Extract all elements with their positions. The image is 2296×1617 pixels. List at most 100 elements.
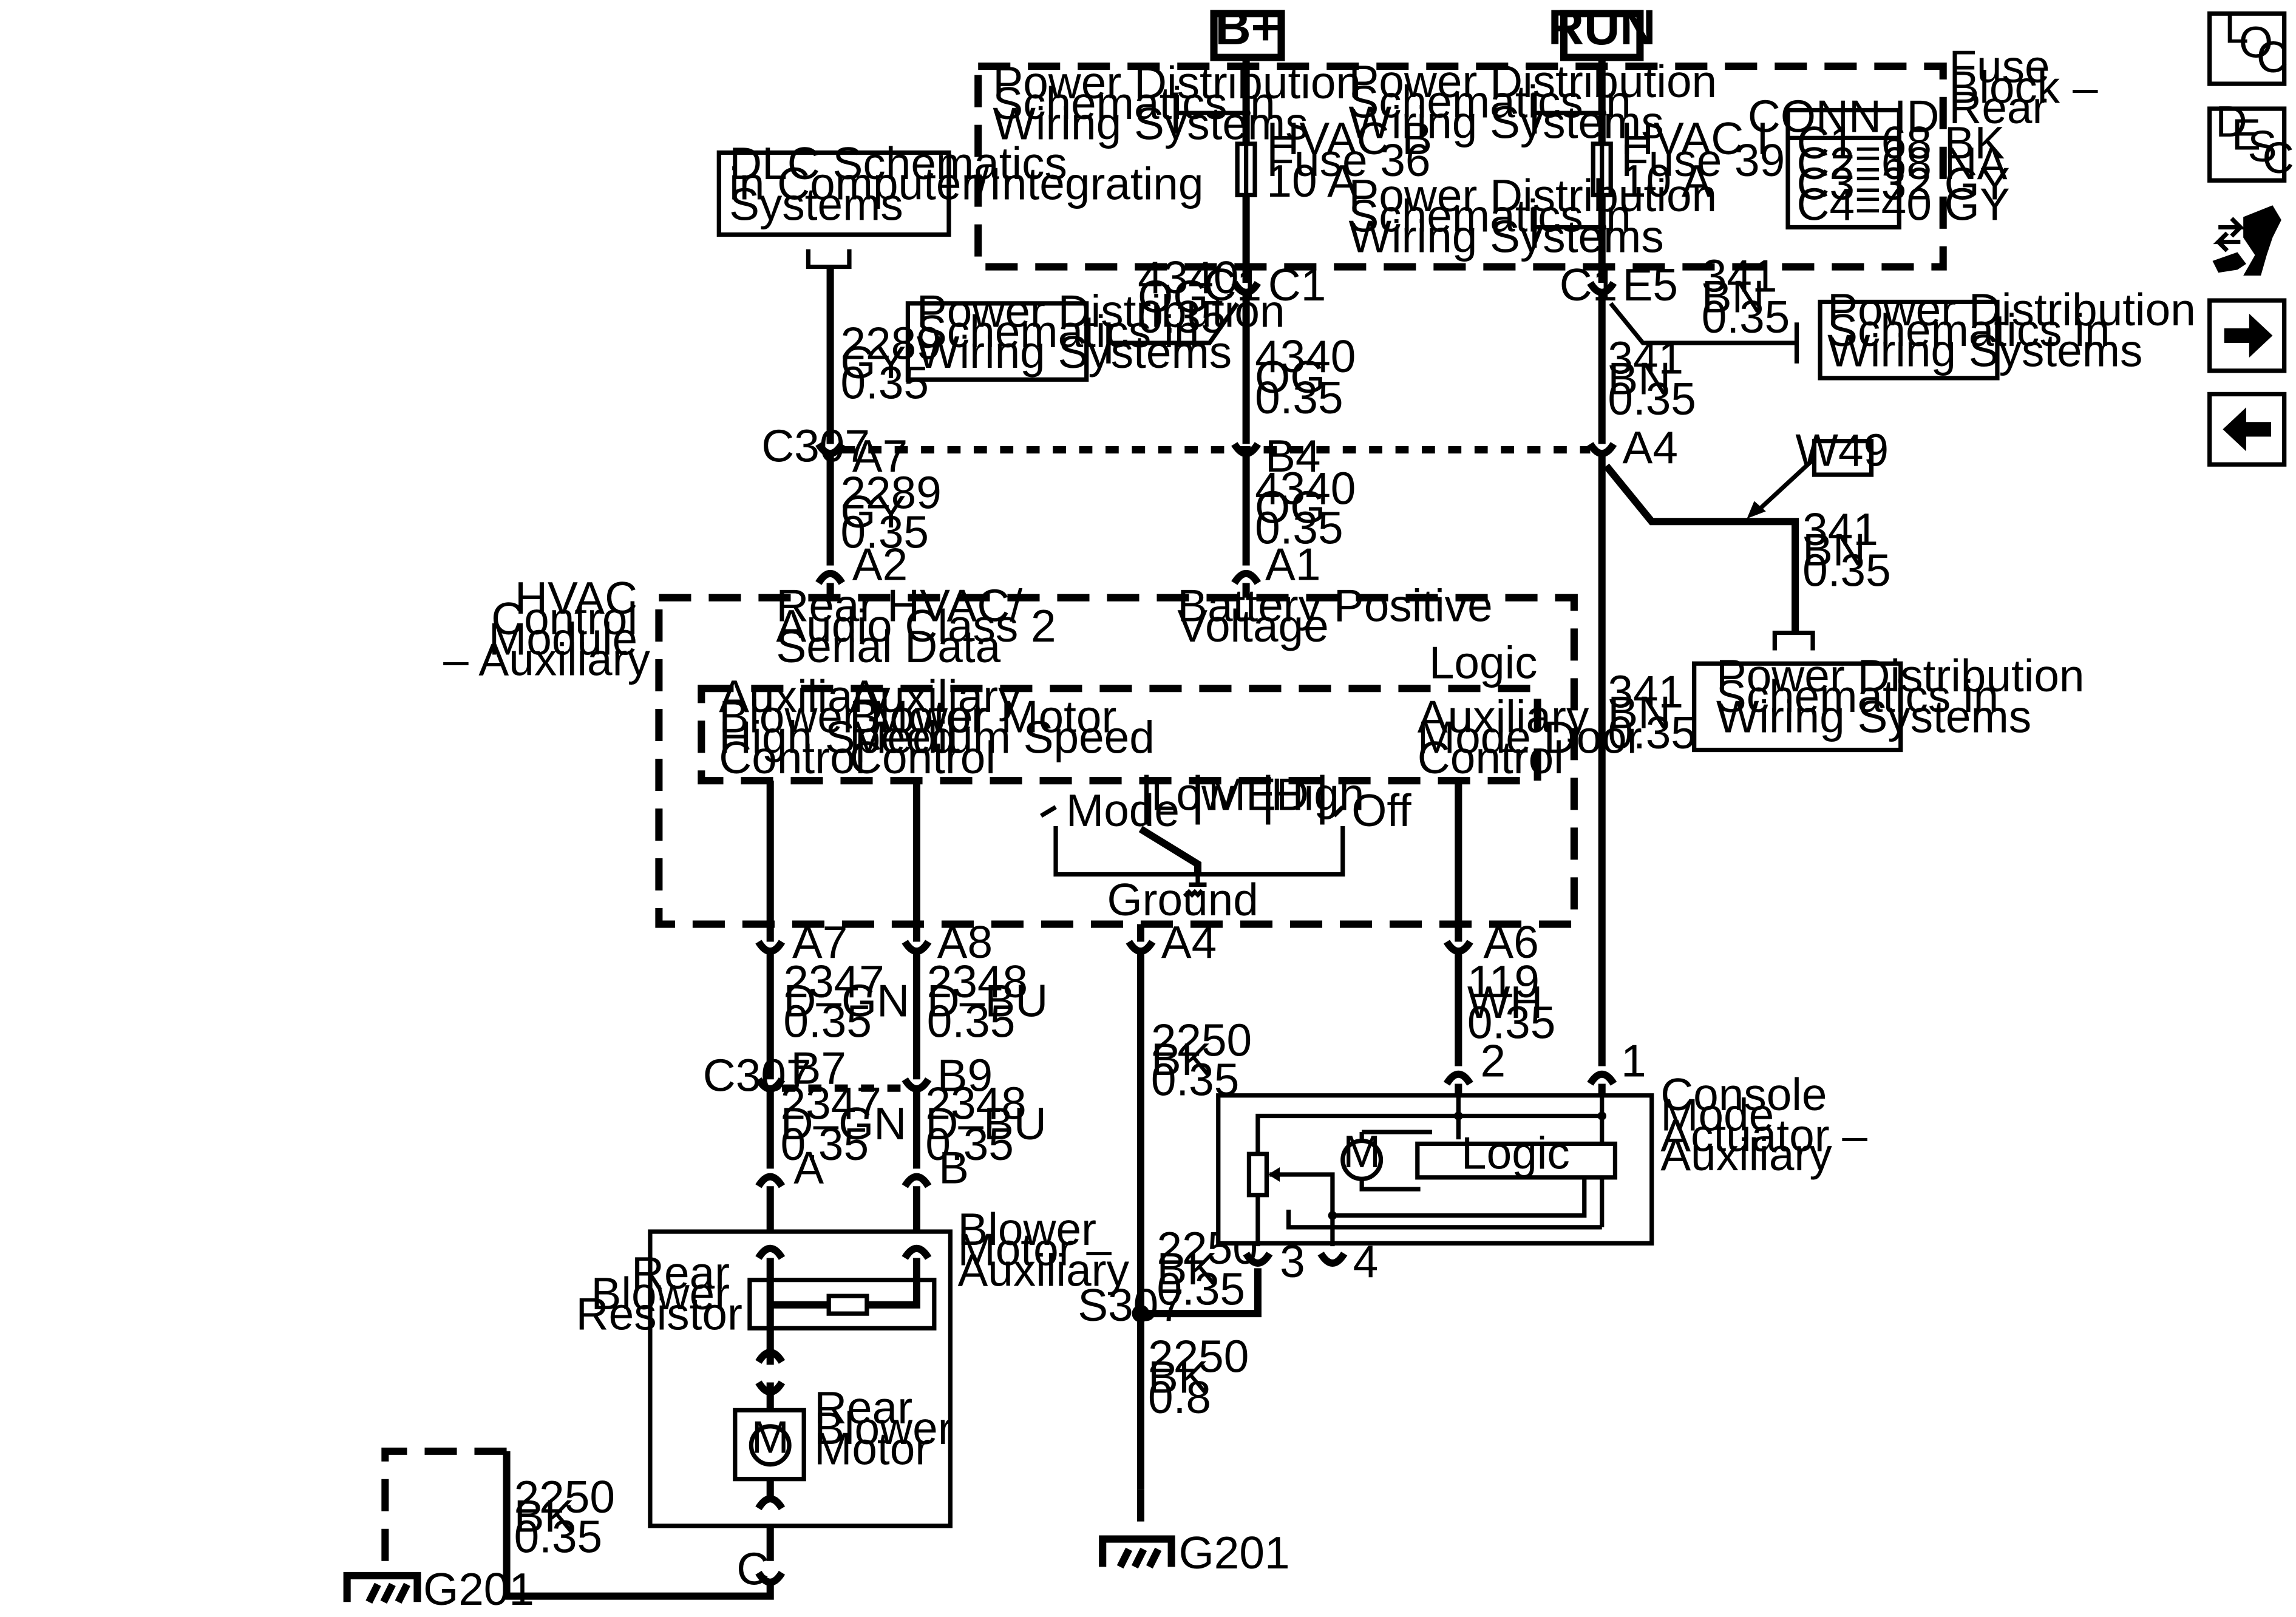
w49-tag <box>1812 438 1874 477</box>
pd-ref-4340 <box>905 301 1089 382</box>
run-label: RUN <box>1548 0 1656 55</box>
pd-ref-b-top: Power Distribution Schematics in Wiring … <box>993 57 1373 149</box>
hvac-module-name: HVAC Control Module – Auxiliary <box>443 572 650 685</box>
desc-letter-c: C <box>2263 134 2294 183</box>
desc-letter-s: S <box>2247 123 2277 171</box>
fuse-block-title: Fuse Block – Rear <box>1949 41 2110 134</box>
medium-speed-label: Auxiliary Blower Motor Medium Speed Cont… <box>849 671 1167 783</box>
c1-label-left: C1 <box>1204 259 1262 310</box>
actuator-internal: M Logic <box>1246 1095 1618 1247</box>
wire-4340-label-b: 4340 OG 0.35 <box>1255 331 1368 423</box>
desc-letter-d: D <box>2215 98 2247 146</box>
next-arrow-icon[interactable] <box>2207 298 2287 373</box>
bplus-source: B+ <box>1210 0 1285 61</box>
wire-119-label: 119 WH 0.35 <box>1467 956 1556 1048</box>
pd-ref-4340-text: Power Distribution Schematics in Wiring … <box>917 285 1297 378</box>
rear-blower-resistor-label: Rear Blower Resistor <box>576 1247 742 1340</box>
wire-2347-label-a: 2347 D–GN 0.35 <box>783 956 922 1046</box>
serial-data-label: Rear HVAC/ Audio Class 2 Serial Data <box>776 580 1068 672</box>
dlc-ref <box>716 150 951 237</box>
g201-label-left: G201 <box>423 1564 534 1615</box>
module-logic-label: Logic <box>1429 637 1538 688</box>
dlc-ref-text: DLC Schematics in Computer/Integrating S… <box>729 138 1216 230</box>
pd-ref-341-branch-text: Power Distribution Schematics in Wiring … <box>1716 650 2097 742</box>
wire-2347-label-b: 2347 D–GN 0.35 <box>781 1077 920 1170</box>
a7-upper-label: A7 <box>852 430 908 481</box>
wire-4340-label-a: 4340 OG 0.35 <box>1138 252 1251 342</box>
wire-4340-label-c: 4340 OG 0.35 <box>1255 463 1368 553</box>
wire-2250-label-a: 2250 BK 0.35 <box>1151 1015 1265 1105</box>
actuator-motor-icon <box>1340 1138 1384 1181</box>
ground-g201-center: G201 <box>1099 1527 1290 1578</box>
pin-4-label: 4 <box>1353 1236 1379 1287</box>
c1-connector-i <box>1587 280 1617 296</box>
a4-lower-label: A4 <box>1161 917 1217 968</box>
bplus-label: B+ <box>1215 0 1280 55</box>
loc-letter-o: O <box>2239 19 2273 67</box>
b9-label: B9 <box>937 1050 993 1101</box>
wire-341-label-branch: 341 BN 0.35 <box>1802 504 1891 596</box>
run-source: RUN <box>1548 0 1656 61</box>
resistor-symbol <box>826 1293 869 1316</box>
c1-label-right: C1 <box>1268 259 1326 310</box>
pin-1-label: 1 <box>1621 1035 1646 1086</box>
loc-letter-l: L <box>2224 4 2249 53</box>
mode-door-label: Auxiliary Mode Door Control <box>1418 691 1655 784</box>
ground-g201-left: G201 <box>343 1564 534 1615</box>
switch-high-label: High <box>1271 768 1365 819</box>
pin-a-label: A <box>793 1142 824 1193</box>
actuator-logic-label: Logic <box>1461 1127 1570 1178</box>
c307-label-lower: C307 <box>703 1050 812 1101</box>
s307-label: S307 <box>1078 1280 1184 1331</box>
pin-2-label: 2 <box>1481 1035 1506 1086</box>
desc-letter-e: E <box>2232 111 2261 160</box>
actuator-motor-symbol: M <box>1343 1126 1381 1177</box>
pd-ref-341-top-text: Power Distribution Schematics in Wiring … <box>1827 284 2208 376</box>
wire-2348-label-b: 2348 D–BU 0.35 <box>925 1077 1059 1170</box>
previous-arrow-icon[interactable] <box>2207 392 2287 467</box>
wire-2289-label-b: 2289 GY 0.35 <box>840 467 954 558</box>
w49-tag-text: W49 <box>1795 425 1889 476</box>
wire-2289-label-a: 2289 GY 0.35 <box>840 318 954 408</box>
mode-actuator-name: Console Mode Actuator – Auxiliary <box>1660 1069 1880 1180</box>
pin-3-label: 3 <box>1280 1236 1305 1287</box>
a7-lower-label: A7 <box>792 917 847 968</box>
a2-label: A2 <box>852 539 908 590</box>
a8-label: A8 <box>937 917 993 968</box>
a6-label: A6 <box>1483 917 1538 968</box>
a1-label: A1 <box>1265 539 1320 590</box>
switch-mode-label: Mode <box>1066 785 1180 836</box>
pd-ref-341-branch <box>1692 661 1903 753</box>
pd-ref-i-top: Power Distribution Schematics in Wiring … <box>1348 56 1729 148</box>
switch-off-label: Off <box>1351 785 1411 836</box>
hvac-module-outline <box>655 594 1578 928</box>
wire-341-label-c: 341 BN 0.35 <box>1608 666 1696 759</box>
c307-label-upper: C307 <box>761 420 870 471</box>
location-button[interactable]: L O C <box>2207 4 2288 86</box>
e5-label: E5 <box>1622 259 1677 310</box>
ground-label: Ground <box>1107 874 1258 925</box>
wire-2250-label-c: 2250 BK 0.8 <box>1148 1331 1262 1423</box>
conn-id-rows: C1=68 BK C2=68 NA C3=32 GY C4=40 GY <box>1797 117 2023 229</box>
description-button[interactable]: D E S C <box>2207 98 2294 183</box>
switch-low-label: Low <box>1151 768 1235 819</box>
loc-letter-c: C <box>2257 33 2288 82</box>
wire-341-label-a: 341 BN 0.35 <box>1702 251 1790 343</box>
wire-2348-label-a: 2348 D–BU 0.35 <box>927 956 1061 1046</box>
high-speed-label: Auxiliary Blower Motor High Speed Contro… <box>719 671 999 783</box>
fuse-block-outline <box>974 63 1947 271</box>
blower-motor-name: Blower Motor – Auxiliary <box>957 1204 1129 1296</box>
b7-label: B7 <box>790 1042 846 1093</box>
connector-tool-icon[interactable] <box>2212 205 2281 276</box>
g201-label-center: G201 <box>1179 1527 1290 1578</box>
motor-symbol-text: M <box>752 1411 789 1462</box>
fuse-39-label: HVAC I Fuse 39 10 A <box>1621 113 1798 206</box>
b4-label: B4 <box>1265 430 1320 481</box>
potentiometer-symbol <box>1246 1151 1269 1198</box>
actuator-logic-box <box>1415 1141 1618 1180</box>
battery-voltage-label: Battery Positive Voltage <box>1177 580 1505 651</box>
c1-connector-b <box>1231 280 1262 296</box>
c1-label-i: C1 <box>1560 259 1618 310</box>
motor-icon <box>749 1424 792 1467</box>
